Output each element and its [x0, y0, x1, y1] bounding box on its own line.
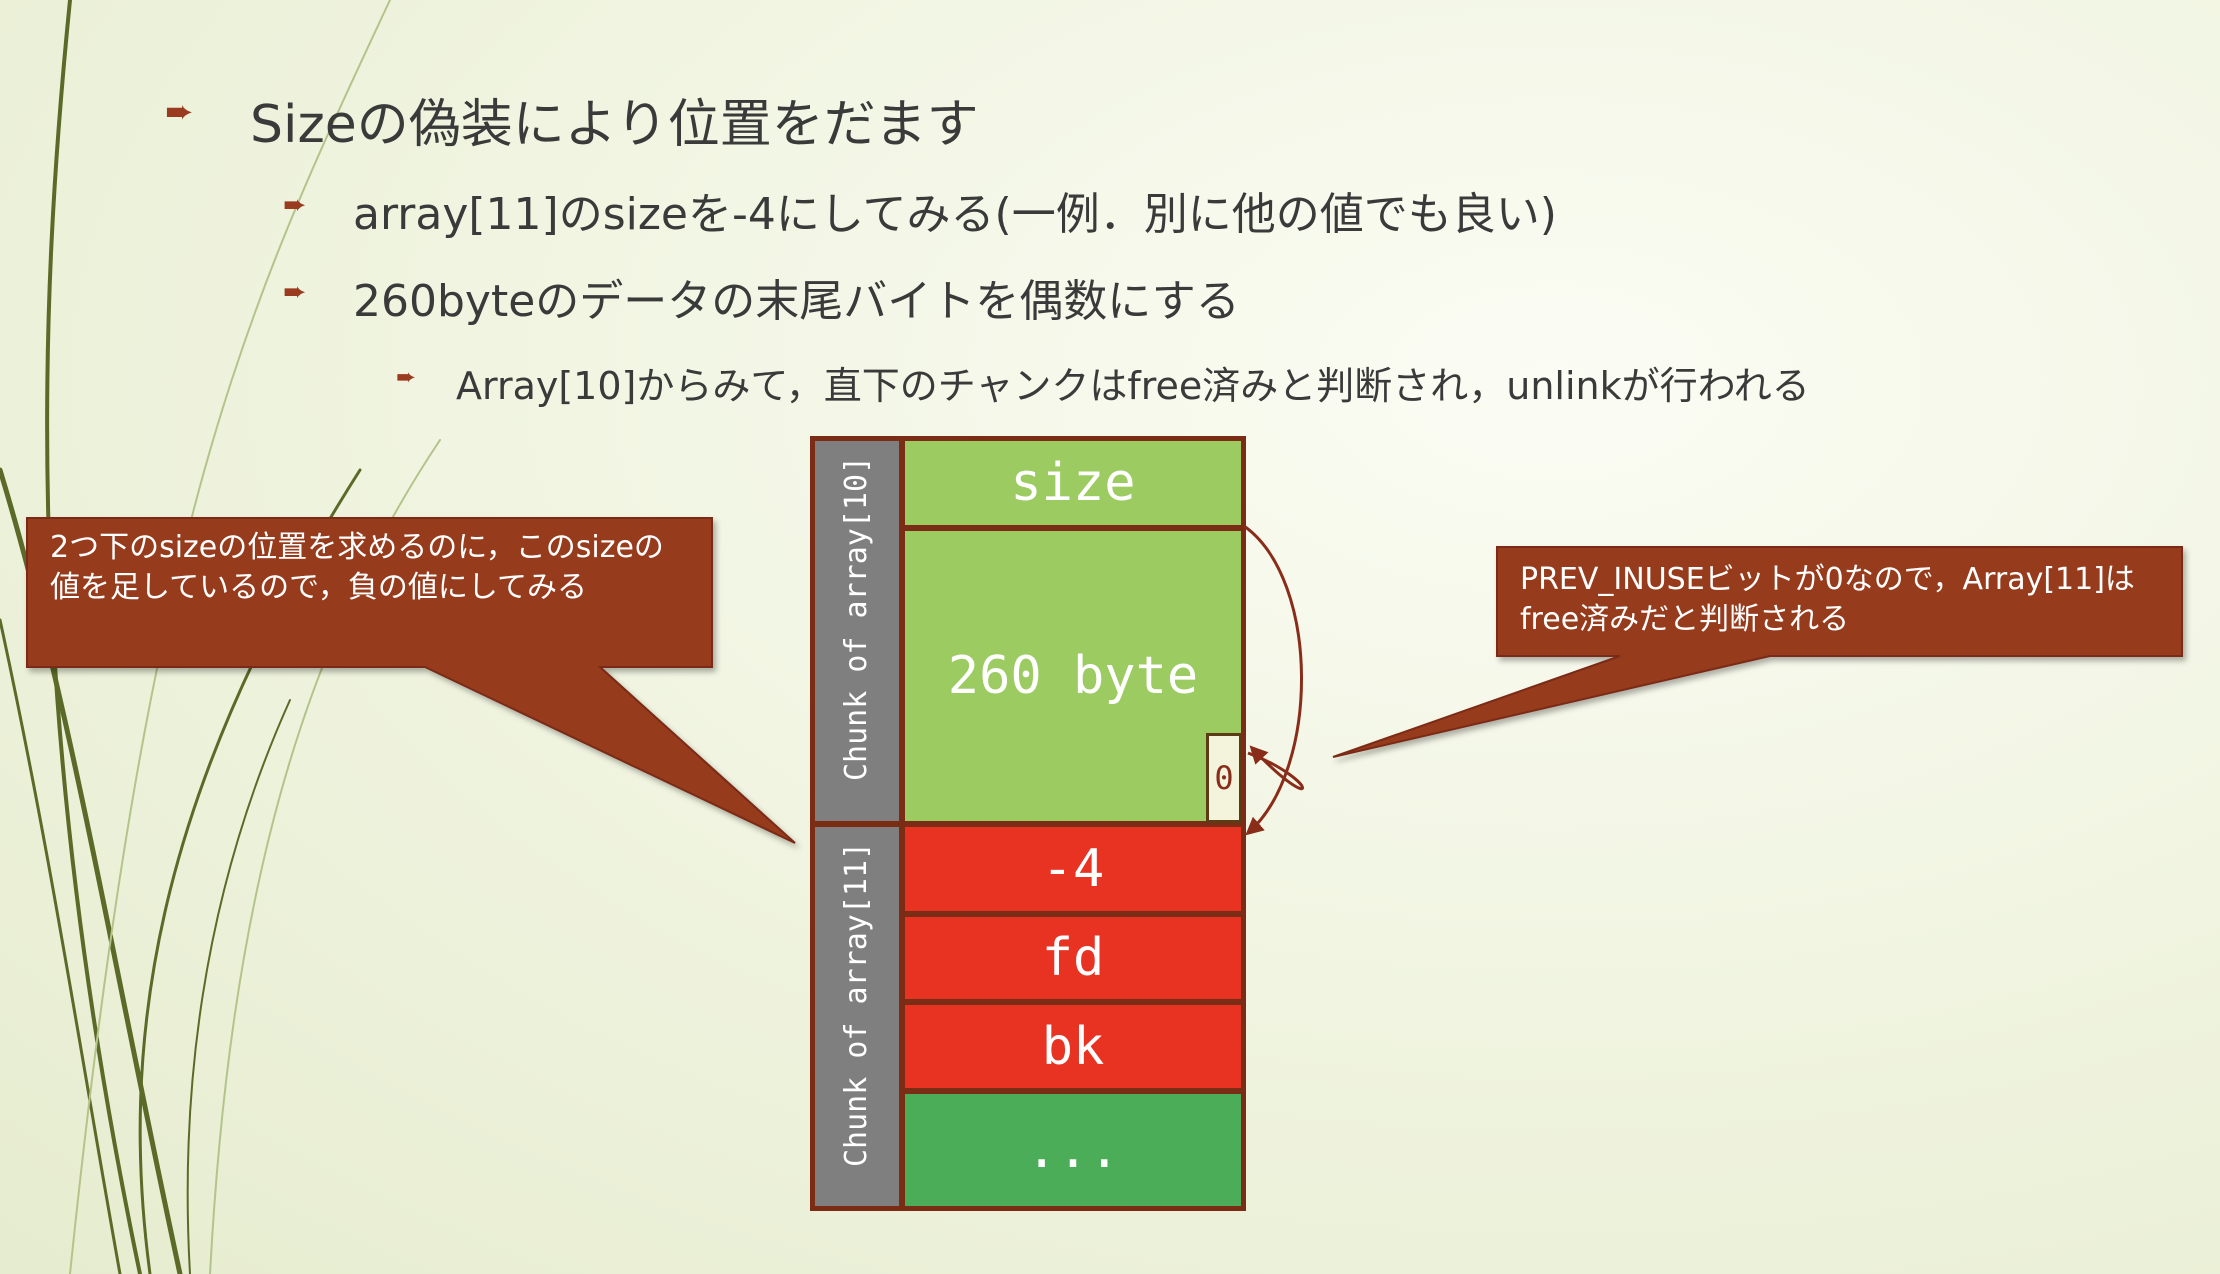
bullet-level2-first-text: array[11]のsizeを-4にしてみる(一例．別に他の値でも良い) — [353, 189, 1557, 240]
bullet-level1: ➨ Sizeの偽装により位置をだます — [165, 82, 979, 157]
bullet-arrow-icon: ➨ — [165, 92, 194, 132]
rest-cell: ... — [902, 1091, 1244, 1209]
bullet-level2-first: ➨ array[11]のsizeを-4にしてみる(一例．別に他の値でも良い) — [283, 178, 1557, 242]
left-callout-text: 2つ下のsizeの位置を求めるのに，このsizeの値を足しているので，負の値にし… — [50, 530, 664, 605]
chunk11-sidebar — [812, 824, 902, 1209]
chunk10-sidebar — [812, 438, 902, 824]
bit-to-chunk-arrow — [1247, 745, 1304, 791]
bullet-arrow-icon: ➨ — [283, 275, 307, 308]
chunk10-label: Chunk of array[10] — [839, 455, 874, 781]
bk-cell: bk — [902, 1002, 1244, 1091]
data-cell: 260 byte — [902, 528, 1244, 824]
bullet-level2-second-text: 260byteのデータの末尾バイトを偶数にする — [353, 276, 1240, 327]
right-callout-text: PREV_INUSEビットが0なので，Array[11]はfree済みだと判断さ… — [1520, 562, 2135, 637]
right-callout-shape — [1332, 546, 2183, 758]
left-callout-shape — [26, 517, 796, 844]
bullet-level2-second: ➨ 260byteのデータの末尾バイトを偶数にする — [283, 265, 1240, 329]
neg-size-cell: -4 — [902, 824, 1244, 914]
size-to-bit-arrow — [1243, 524, 1303, 836]
bullet-arrow-icon: ➨ — [283, 188, 307, 221]
bullet-arrow-icon: ➨ — [396, 363, 417, 391]
bullet-level3-text: Array[10]からみて，直下のチャンクはfree済みと判断され，unlink… — [456, 364, 1810, 408]
bullet-level1-text: Sizeの偽装により位置をだます — [250, 95, 979, 155]
fd-cell: fd — [902, 914, 1244, 1002]
chunk11-label: Chunk of array[11] — [839, 841, 874, 1167]
prev-inuse-bit-cell: 0 — [1206, 733, 1242, 823]
size-cell: size — [902, 438, 1244, 528]
bullet-level3: ➨ Array[10]からみて，直下のチャンクはfree済みと判断され，unli… — [396, 355, 1810, 410]
